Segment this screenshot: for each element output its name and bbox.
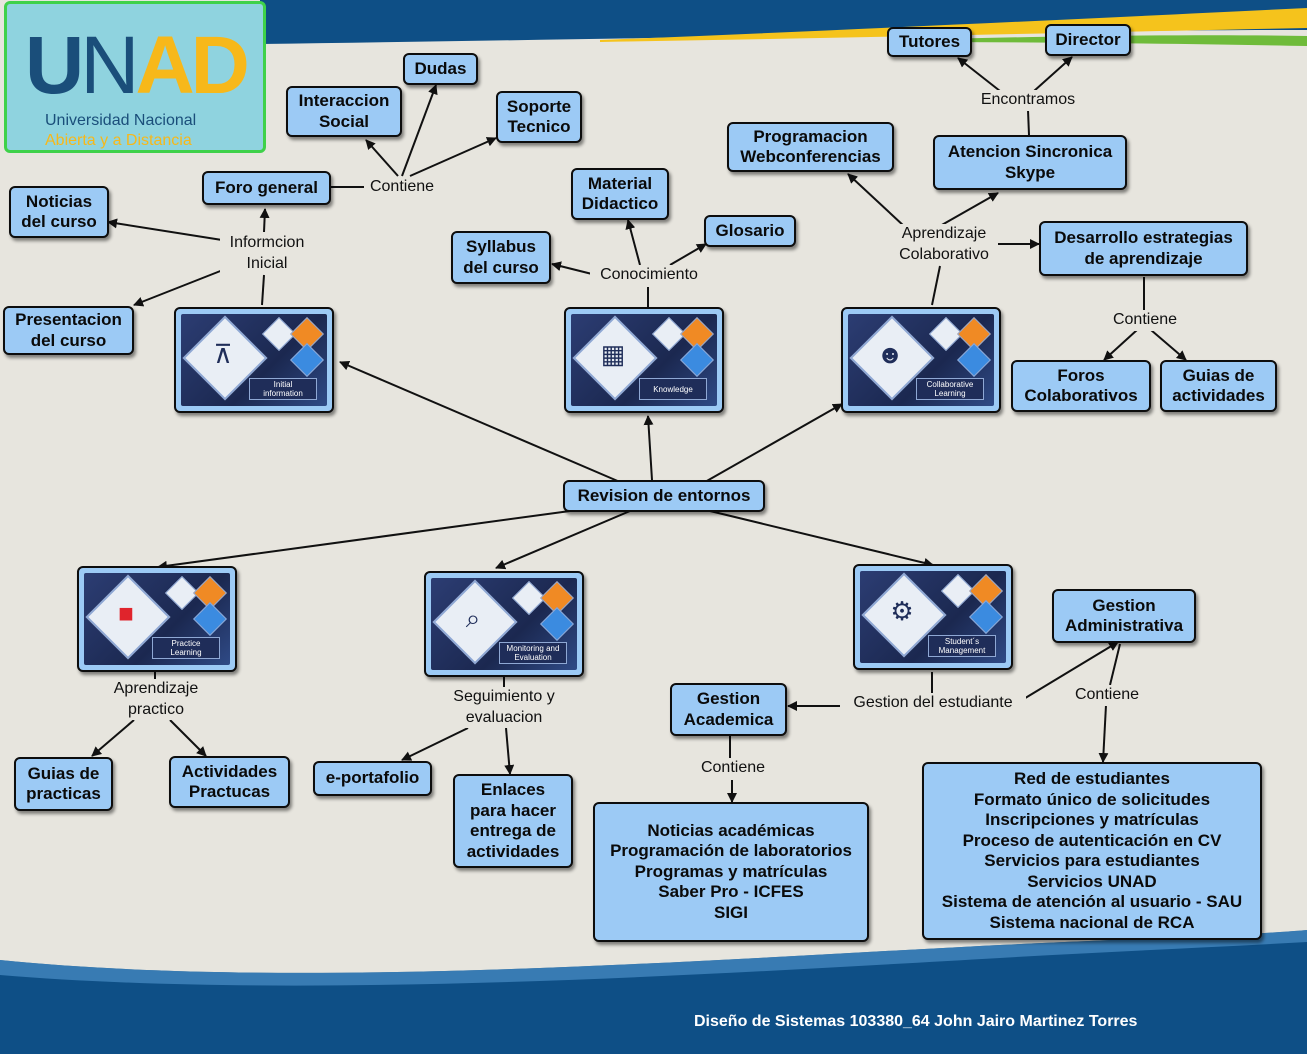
card-initial-information: ⊼ Initial information [174,307,334,413]
card-knowledge: ▦ Knowledge [564,307,724,413]
gears-icon: ⚙ [890,596,914,626]
node-label: Presentacion del curso [15,310,122,350]
node-label: Foro general [215,177,318,197]
label-gestion-estudiante: Gestion del estudiante [840,693,1026,714]
node-label: Guias de actividades [1172,365,1265,406]
node-label: Noticias académicas Programación de labo… [610,820,852,922]
card-practice-learning: ■ Practice Learning [77,566,237,672]
team-icon: ☻ [876,339,904,369]
logo-letter-n: N [80,20,139,111]
label-aprendizaje-practico: Aprendizaje practico [104,679,208,720]
footer-credit: Diseño de Sistemas 103380_64 John Jairo … [694,1013,1138,1030]
logo-line-2: Abierta y a Distancia [45,132,192,149]
connectors [91,56,1187,803]
node-academica-lista: Noticias académicas Programación de labo… [593,802,869,942]
logo-line-1: Universidad Nacional [45,112,197,129]
node-foros-colaborativos: Foros Colaborativos [1011,360,1151,412]
node-label: Soporte Tecnico [506,96,572,137]
node-material-didactico: Material Didactico [571,168,669,220]
label-contiene-administrativa: Contiene [1068,685,1146,706]
node-label: Gestion Academica [683,689,774,729]
card-knowledge-label: Knowledge [639,378,707,400]
node-dudas: Dudas [403,53,478,85]
node-label: e-portafolio [325,768,420,788]
card-students-management: ⚙ Student´s Management [853,564,1013,670]
node-label: Atencion Sincronica Skype [947,142,1113,182]
node-noticias-curso: Noticias del curso [9,186,109,238]
node-e-portafolio: e-portafolio [313,761,432,796]
node-presentacion-curso: Presentacion del curso [3,306,134,355]
node-gestion-administrativa: Gestion Administrativa [1052,589,1196,643]
label-contiene-estrategias: Contiene [1106,310,1184,331]
card-monitoring-label: Monitoring and Evaluation [499,642,567,664]
label-conocimiento: Conocimiento [590,265,708,286]
node-label: Red de estudiantes Formato único de soli… [941,769,1243,932]
label-encontramos: Encontramos [970,90,1086,111]
card-practice-label: Practice Learning [152,637,220,659]
label-aprendizaje-colaborativo: Aprendizaje Colaborativo [890,224,998,265]
node-enlaces-entrega: Enlaces para hacer entrega de actividade… [453,774,573,868]
node-label: Syllabus del curso [463,237,539,277]
node-administrativa-lista: Red de estudiantes Formato único de soli… [922,762,1262,940]
label-contiene-academica: Contiene [694,758,772,779]
node-label: Actividades Practucas [181,761,278,802]
map-icon: ▦ [600,339,626,369]
node-director: Director [1045,24,1131,56]
node-guias-actividades: Guias de actividades [1160,360,1277,412]
magnifier-icon: ⌕ [465,603,481,633]
label-informacion-inicial: Informcion Inicial [220,233,314,274]
unad-logo: UNAD Universidad Nacional Abierta y a Di… [4,1,266,153]
node-label: Noticias del curso [21,191,97,232]
node-label: Dudas [414,58,467,78]
card-initial-label: Initial information [249,378,317,400]
logo-wordmark: UNAD [25,24,250,108]
node-label: Enlaces para hacer entrega de actividade… [466,780,560,861]
top-wave-decoration [260,0,1307,46]
central-node: Revision de entornos [563,480,765,512]
node-glosario: Glosario [704,215,796,247]
card-monitoring-evaluation: ⌕ Monitoring and Evaluation [424,571,584,677]
card-management-label: Student´s Management [928,635,996,657]
node-label: Guias de practicas [26,763,101,804]
logo-letters-ad: AD [135,20,249,111]
node-gestion-academica: Gestion Academica [670,683,787,736]
node-actividades-practicas: Actividades Practucas [169,756,290,808]
node-label: Glosario [715,220,785,240]
node-syllabus: Syllabus del curso [451,231,551,284]
card-collaborative-learning: ☻ Collaborative Learning [841,307,1001,413]
node-guias-practicas: Guias de practicas [14,757,113,811]
node-label: Interaccion Social [298,91,390,131]
node-soporte-tecnico: Soporte Tecnico [496,91,582,143]
node-programacion-web: Programacion Webconferencias [727,122,894,172]
compass-icon: ⊼ [213,339,233,369]
node-label: Gestion Administrativa [1064,595,1184,636]
node-label: Tutores [898,31,961,51]
node-atencion-sincronica: Atencion Sincronica Skype [933,135,1127,190]
label-contiene-foro: Contiene [364,177,440,198]
central-node-label: Revision de entornos [577,485,751,505]
node-tutores: Tutores [887,27,972,57]
bottom-wave-decoration [0,930,1307,1054]
node-label: Material Didactico [581,173,659,214]
node-label: Director [1055,29,1121,49]
node-desarrollo-estrategias: Desarrollo estrategias de aprendizaje [1039,221,1248,276]
node-interaccion-social: Interaccion Social [286,86,402,137]
node-label: Desarrollo estrategias de aprendizaje [1054,228,1233,268]
node-foro-general: Foro general [202,171,331,205]
logo-letter-u: U [25,20,84,111]
label-seguimiento-evaluacion: Seguimiento y evaluacion [440,687,568,728]
node-label: Foros Colaborativos [1024,365,1138,406]
card-collaborative-label: Collaborative Learning [916,378,984,400]
node-label: Programacion Webconferencias [740,126,881,167]
blocks-icon: ■ [118,598,134,628]
